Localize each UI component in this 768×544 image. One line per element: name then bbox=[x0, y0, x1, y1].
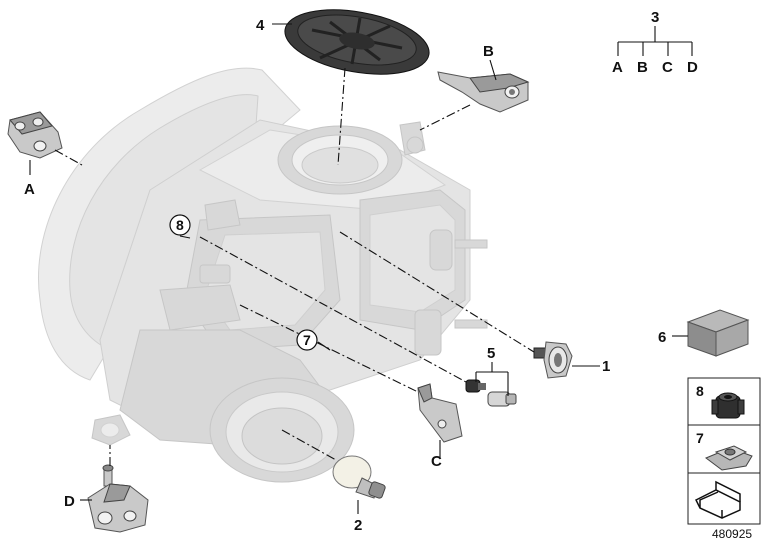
bulb-part-1 bbox=[533, 341, 573, 379]
callout-labels: 4 B A 1 5 C 2 D 6 8 7 bbox=[24, 17, 666, 534]
callout-5: 5 bbox=[487, 345, 495, 362]
tree-child-C: C bbox=[662, 59, 673, 76]
small-parts-legend: 8 7 bbox=[687, 377, 761, 525]
reference-number: 480925 bbox=[712, 527, 752, 541]
callout-1: 1 bbox=[602, 358, 610, 375]
bulb-part-5 bbox=[465, 379, 517, 407]
cap-part-4 bbox=[284, 9, 430, 75]
callout-A: A bbox=[24, 181, 35, 198]
tree-root: 3 bbox=[651, 9, 659, 26]
bracket-part-B bbox=[437, 71, 530, 113]
callout-C: C bbox=[431, 453, 442, 470]
bracket-part-D bbox=[87, 464, 149, 533]
callout-D: D bbox=[64, 493, 75, 510]
callout-7: 7 bbox=[303, 332, 311, 348]
bulb-part-2 bbox=[332, 455, 386, 499]
box-part-6 bbox=[686, 309, 750, 357]
nut-icon bbox=[711, 392, 745, 419]
tree-child-A: A bbox=[612, 59, 623, 76]
tree-child-D: D bbox=[687, 59, 698, 76]
callout-8: 8 bbox=[176, 217, 184, 233]
bracket-part-A bbox=[7, 111, 63, 159]
tree-child-B: B bbox=[637, 59, 648, 76]
callout-circle-7 bbox=[296, 329, 318, 351]
callout-4: 4 bbox=[256, 17, 265, 34]
dash-leaders bbox=[54, 67, 535, 466]
headlight-housing bbox=[38, 67, 488, 483]
callout-6: 6 bbox=[658, 329, 666, 346]
callout-2: 2 bbox=[354, 517, 362, 534]
clip-nut-icon bbox=[705, 445, 753, 471]
legend-label-7: 7 bbox=[696, 430, 704, 446]
bracket-part-C bbox=[417, 383, 463, 443]
callout-circle-8 bbox=[169, 214, 191, 236]
solid-leaders bbox=[29, 23, 688, 514]
assembly-tree: 3 A B C D bbox=[612, 9, 698, 76]
hardware-kit-icon bbox=[694, 480, 741, 519]
callout-B: B bbox=[483, 43, 494, 60]
legend-label-8: 8 bbox=[696, 383, 704, 399]
